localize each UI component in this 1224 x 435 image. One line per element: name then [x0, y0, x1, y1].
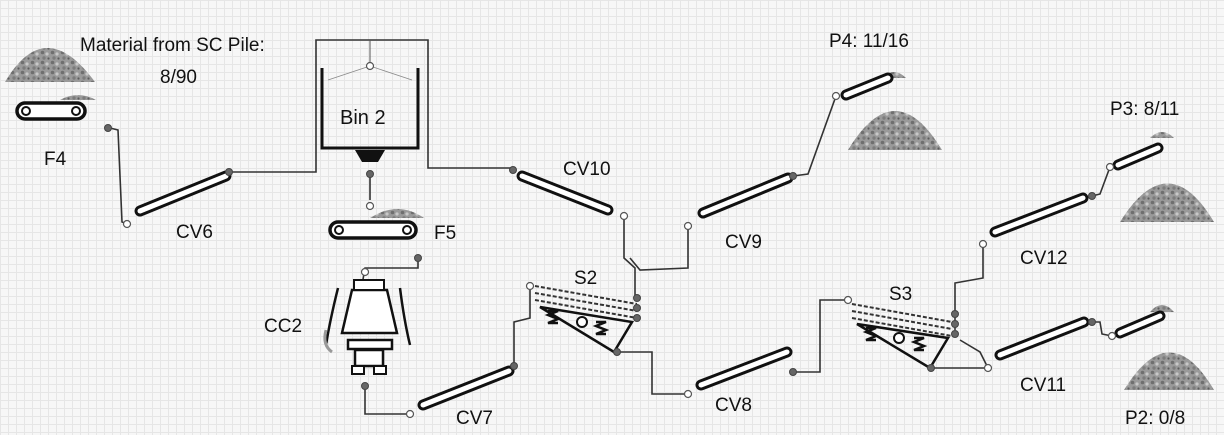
conveyor-cv8[interactable] [695, 346, 793, 391]
flow-lines [109, 39, 1113, 415]
s2-label: S2 [574, 268, 597, 289]
s3-label: S3 [889, 284, 912, 305]
conveyor-cv9[interactable] [697, 172, 794, 219]
feeder-f5[interactable] [328, 220, 418, 240]
connection-nodes [104, 61, 1117, 419]
bin-2-label: Bin 2 [340, 107, 386, 129]
cc2-label: CC2 [264, 316, 302, 337]
cone-crusher-icon[interactable] [323, 279, 412, 375]
vibrating-screen-s3[interactable] [851, 303, 953, 370]
p4-pile-label: P4: 11/16 [829, 31, 909, 52]
cv8-label: CV8 [715, 395, 752, 416]
material-pile-icon [848, 111, 942, 150]
feeder-f4[interactable] [15, 101, 87, 121]
cv7-label: CV7 [456, 408, 493, 429]
cv11-label: CV11 [1020, 375, 1066, 396]
source-pile-count: 8/90 [160, 67, 197, 88]
material-pile-icon [370, 72, 1174, 312]
bin-2[interactable] [320, 40, 420, 162]
material-pile-icon [1124, 352, 1214, 390]
f5-label: F5 [434, 223, 456, 244]
vibrating-screen-s2[interactable] [534, 285, 638, 354]
conveyor-p2-stacker[interactable] [1114, 310, 1166, 339]
source-pile-label: Material from SC Pile: [80, 35, 265, 56]
p3-pile-label: P3: 8/11 [1110, 99, 1179, 120]
cv12-label: CV12 [1020, 248, 1068, 269]
conveyor-cv12[interactable] [989, 192, 1089, 238]
f4-label: F4 [44, 149, 67, 170]
p2-pile-label: P2: 0/8 [1125, 408, 1185, 429]
material-pile-icon [1120, 183, 1214, 222]
conveyor-cv6[interactable] [134, 170, 232, 217]
conveyor-cv10[interactable] [516, 170, 614, 216]
conveyor-p4-stacker[interactable] [840, 72, 894, 101]
conveyor-cv7[interactable] [417, 365, 515, 411]
conveyor-p3-stacker[interactable] [1112, 142, 1164, 171]
conveyor-cv11[interactable] [994, 316, 1090, 361]
cv10-label: CV10 [563, 159, 611, 180]
cv6-label: CV6 [176, 222, 213, 243]
cv9-label: CV9 [725, 232, 762, 253]
material-pile-icon [5, 48, 96, 100]
